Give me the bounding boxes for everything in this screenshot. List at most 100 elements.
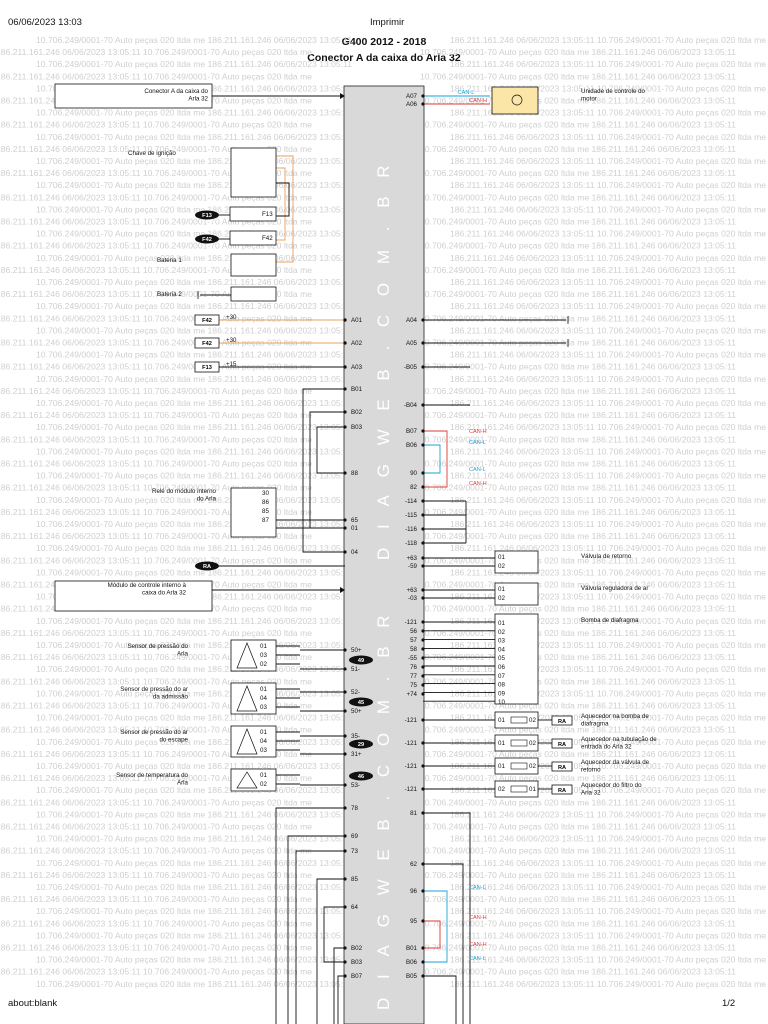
- sensor-pin: 02: [260, 661, 267, 668]
- watermark-line: 10.706.249/0001-70 Auto peças 020 ltda m…: [420, 434, 736, 444]
- valve-pin: 01: [498, 586, 505, 593]
- watermark-line: 186.211.161.246 06/06/2023 13:05:11 10.7…: [450, 616, 766, 626]
- watermark-line: 10.706.249/0001-70 Auto peças 020 ltda m…: [36, 350, 352, 360]
- watermark-line: 10.706.249/0001-70 Auto peças 020 ltda m…: [420, 96, 736, 106]
- pump-pin: 06: [498, 664, 505, 671]
- right-pin-label: -121: [405, 763, 418, 770]
- right-pin-label: A05: [406, 340, 418, 347]
- pin-dot: [421, 318, 425, 322]
- watermark-line: 10.706.249/0001-70 Auto peças 020 ltda m…: [36, 374, 352, 384]
- watermark-line: 186.211.161.246 06/06/2023 13:05:11 10.7…: [0, 725, 312, 735]
- wire: [316, 878, 345, 1024]
- watermark-line: 10.706.249/0001-70 Auto peças 020 ltda m…: [420, 580, 736, 590]
- pin-dot: [343, 318, 347, 322]
- heater-box: [494, 734, 539, 752]
- watermark-line: 10.706.249/0001-70 Auto peças 020 ltda m…: [420, 870, 736, 880]
- feed-tag-f42-text: F42: [202, 318, 212, 324]
- heater-pin: 01: [498, 717, 505, 724]
- watermark-line: 10.706.249/0001-70 Auto peças 020 ltda m…: [420, 749, 736, 759]
- watermark-line: 186.211.161.246 06/06/2023 13:05:11 10.7…: [450, 374, 766, 384]
- battery-2-label: Bateria 2: [157, 291, 182, 298]
- sensor-box: [230, 639, 277, 672]
- tag-0: [349, 655, 373, 665]
- connector-a-box: [54, 83, 213, 109]
- ecu-icon: [511, 94, 523, 106]
- diagram-title-connector: Conector A da caixa do Arla 32: [307, 52, 461, 64]
- pin-dot: [343, 834, 347, 838]
- pin-dot: [421, 638, 425, 642]
- tag-f13-text: F13: [202, 213, 212, 219]
- watermark-line: 186.211.161.246 06/06/2023 13:05:11 10.7…: [0, 797, 312, 807]
- pin-dot: [421, 564, 425, 568]
- left-pin-label: 52-: [351, 689, 360, 696]
- right-pin-label: 81: [410, 810, 417, 817]
- right-pin-label: 58: [410, 646, 417, 653]
- right-pin-label: -116: [405, 526, 417, 533]
- pin-dot: [343, 410, 347, 414]
- can-label: CAN-L: [469, 467, 486, 473]
- watermark-line: 186.211.161.246 06/06/2023 13:05:11 10.7…: [450, 156, 766, 166]
- feed-tag-f42: [194, 337, 220, 349]
- pump-pin: 01: [498, 620, 505, 627]
- fuse-f42-label: F42: [262, 235, 273, 242]
- ra-tag: [551, 784, 573, 795]
- watermark-line: 186.211.161.246 06/06/2023 13:05:11 10.7…: [0, 362, 312, 372]
- watermark-line: 10.706.249/0001-70 Auto peças 020 ltda m…: [36, 132, 352, 142]
- watermark-line: 10.706.249/0001-70 Auto peças 020 ltda m…: [36, 156, 352, 166]
- battery-1-label: Bateria 1: [157, 257, 182, 264]
- watermark-line: 186.211.161.246 06/06/2023 13:05:11 10.7…: [450, 277, 766, 287]
- pump-box: [494, 613, 539, 705]
- watermark-line: 186.211.161.246 06/06/2023 13:05:11 10.7…: [0, 459, 312, 469]
- left-pin-label: 78: [351, 805, 358, 812]
- watermark-line: 10.706.249/0001-70 Auto peças 020 ltda m…: [420, 725, 736, 735]
- heater-pin: 02: [529, 717, 536, 724]
- watermark-line: 10.706.249/0001-70 Auto peças 020 ltda m…: [420, 120, 736, 130]
- left-pin-label: 64: [351, 904, 358, 911]
- watermark-line: 10.706.249/0001-70 Auto peças 020 ltda m…: [420, 144, 736, 154]
- pin-dot: [421, 665, 425, 669]
- right-pin-label: -121: [405, 740, 418, 747]
- pump-pin: 05: [498, 655, 505, 662]
- watermark-line: 10.706.249/0001-70 Auto peças 020 ltda m…: [36, 253, 352, 263]
- feed-tag-f13: [194, 361, 220, 373]
- pin-dot: [421, 94, 425, 98]
- can-l-label: CAN-L: [458, 90, 475, 96]
- pin-dot: [421, 629, 425, 633]
- left-pin-label: 50+: [351, 708, 362, 715]
- watermark-layer: 10.706.249/0001-70 Auto peças 020 ltda m…: [0, 35, 766, 989]
- watermark-line: 186.211.161.246 06/06/2023 13:05:11 10.7…: [0, 773, 312, 783]
- pin-dot: [343, 365, 347, 369]
- watermark-line: 10.706.249/0001-70 Auto peças 020 ltda m…: [420, 192, 736, 202]
- pin-dot: [421, 960, 425, 964]
- pin-dot: [343, 709, 347, 713]
- watermark-line: 186.211.161.246 06/06/2023 13:05:11 10.7…: [0, 701, 312, 711]
- valve-box: [494, 582, 539, 606]
- sensor-pin: 03: [260, 747, 267, 754]
- watermark-line: 186.211.161.246 06/06/2023 13:05:11 10.7…: [450, 83, 766, 93]
- left-pin-label: 69: [351, 833, 358, 840]
- pump-pin: 09: [498, 690, 505, 697]
- tag-3: [349, 771, 373, 781]
- pin-dot: [421, 741, 425, 745]
- right-pin-label: -121: [405, 619, 418, 626]
- watermark-line: 186.211.161.246 06/06/2023 13:05:11 10.7…: [0, 338, 312, 348]
- feed-label: +30: [226, 314, 237, 321]
- watermark-line: 10.706.249/0001-70 Auto peças 020 ltda m…: [36, 422, 352, 432]
- tag-ra-text: RA: [203, 564, 211, 570]
- watermark-line: 186.211.161.246 06/06/2023 13:05:11 10.7…: [0, 313, 312, 323]
- pin-dot: [421, 656, 425, 660]
- watermark-line: 186.211.161.246 06/06/2023 13:05:11 10.7…: [0, 652, 312, 662]
- pin-dot: [421, 443, 425, 447]
- orange-wire: [276, 167, 286, 241]
- internal-module-box: [54, 580, 213, 612]
- wire: [423, 812, 471, 1024]
- can-h-loop: [423, 920, 441, 949]
- can-label: CAN-H: [469, 942, 487, 948]
- watermark-line: 186.211.161.246 06/06/2023 13:05:11 10.7…: [0, 846, 312, 856]
